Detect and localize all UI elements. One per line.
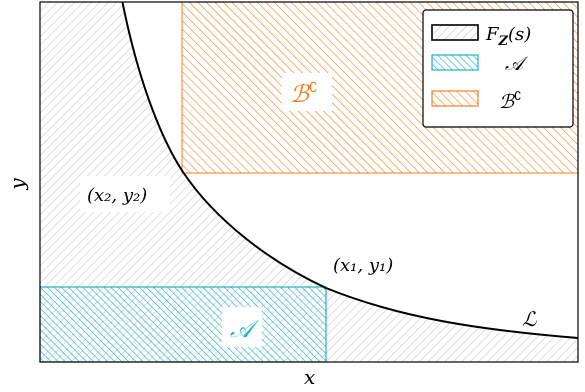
label-bg-a bbox=[222, 307, 262, 347]
plot-frame bbox=[39, 1, 579, 363]
legend-label-fz: FZ(s) bbox=[485, 24, 531, 49]
region-under-curve bbox=[40, 2, 578, 362]
legend: FZ(s) 𝒜 ℬ∁ bbox=[422, 9, 574, 128]
curve-label: ℒ bbox=[522, 307, 537, 331]
region-b-label-main: ℬ bbox=[290, 80, 311, 108]
point-1-label: (x₁, y₁) bbox=[333, 255, 393, 276]
legend-label-b-sup: ∁ bbox=[514, 89, 522, 103]
legend-swatch-b-complement bbox=[431, 90, 479, 107]
legend-label-fz-args: (s) bbox=[508, 24, 531, 45]
legend-swatch-a bbox=[431, 54, 479, 71]
legend-label-b-complement: ℬ∁ bbox=[499, 89, 522, 113]
x-axis-label: x bbox=[304, 365, 315, 389]
y-axis-label: y bbox=[5, 178, 29, 191]
legend-label-fz-main: F bbox=[485, 24, 500, 45]
region-a bbox=[39, 286, 327, 363]
legend-label-fz-sub: Z bbox=[498, 34, 509, 49]
legend-swatch-fz bbox=[431, 24, 479, 41]
label-bg-p2 bbox=[80, 176, 170, 212]
curve-l bbox=[121, 2, 578, 339]
legend-label-b-main: ℬ bbox=[499, 91, 516, 113]
legend-item-fz: FZ(s) bbox=[431, 24, 531, 49]
region-b-label-sup: ∁ bbox=[309, 80, 318, 96]
legend-item-b-complement: ℬ∁ bbox=[431, 89, 522, 113]
point-2-label: (x₂, y₂) bbox=[87, 185, 147, 206]
region-b-label: ℬ∁ bbox=[290, 80, 318, 108]
label-bg-b bbox=[282, 73, 332, 111]
